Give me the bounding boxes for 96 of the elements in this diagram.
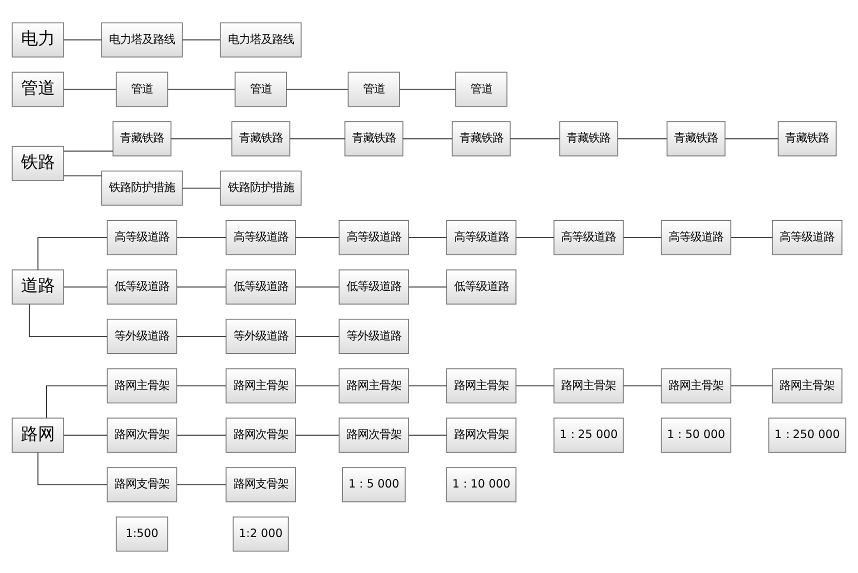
node-box: 路网支骨架 (226, 466, 296, 502)
connector (516, 384, 554, 386)
node-box: 1:2 000 (232, 516, 289, 552)
node-box: 电力塔及路线 (220, 22, 302, 57)
connector (176, 335, 227, 336)
connector (63, 434, 108, 436)
node-box: 青藏铁路 (666, 120, 726, 156)
connector (176, 286, 227, 287)
connector (176, 384, 227, 386)
node-box: 高等级道路 (106, 220, 178, 255)
connector (63, 174, 102, 176)
node-box: 管道 (455, 71, 508, 106)
node-box: 路网支骨架 (106, 466, 178, 502)
connector (408, 434, 448, 436)
node-box: 路网次骨架 (106, 417, 178, 452)
node-box: 高等级道路 (554, 220, 624, 255)
connector (408, 384, 448, 386)
node-box: 路网次骨架 (338, 417, 410, 452)
connector (402, 138, 453, 139)
node-box: 1：5 000 (342, 466, 406, 502)
connector (286, 88, 348, 90)
node-box: 铁路防护措施 (220, 170, 302, 206)
connector (182, 38, 220, 40)
connector (617, 138, 668, 139)
node-box: 等外级道路 (106, 318, 178, 354)
node-box: 路网主骨架 (660, 368, 732, 403)
node-box: 路网主骨架 (338, 368, 410, 403)
connector (295, 236, 340, 238)
connector (295, 384, 340, 386)
connector (63, 88, 117, 90)
node-box: 路网主骨架 (226, 368, 296, 403)
connector (295, 286, 340, 287)
connector (289, 138, 346, 139)
connector (510, 138, 560, 139)
node-box: 高等级道路 (446, 220, 516, 255)
connector (37, 236, 108, 270)
node-box: 路网主骨架 (446, 368, 516, 403)
node-box: 高等级道路 (660, 220, 732, 255)
node-box: 铁路 (12, 145, 64, 181)
connector (63, 286, 108, 287)
node-box: 路网主骨架 (106, 368, 178, 403)
connector (37, 452, 108, 485)
node-box: 低等级道路 (106, 268, 178, 304)
connector (623, 236, 662, 238)
node-box: 1：10 000 (446, 466, 516, 502)
node-box: 青藏铁路 (112, 120, 172, 156)
node-box: 高等级道路 (226, 220, 296, 255)
connector (182, 187, 220, 188)
connector (399, 88, 456, 90)
connector (176, 434, 227, 436)
connector (730, 384, 773, 386)
node-box: 管道 (348, 71, 400, 106)
connector (724, 138, 779, 139)
node-box: 高等级道路 (338, 220, 410, 255)
node-box: 等外级道路 (338, 318, 410, 354)
connector (295, 335, 340, 336)
node-box: 青藏铁路 (452, 120, 511, 156)
node-box: 路网主骨架 (772, 368, 842, 403)
node-box: 青藏铁路 (231, 120, 290, 156)
node-box: 1:500 (116, 516, 168, 552)
connector (623, 384, 662, 386)
connector (176, 484, 227, 485)
connector (46, 384, 108, 418)
node-box: 青藏铁路 (778, 120, 837, 156)
connector (295, 434, 340, 436)
node-box: 低等级道路 (446, 268, 516, 304)
node-box: 高等级道路 (772, 220, 842, 255)
connector (28, 303, 108, 336)
node-box: 青藏铁路 (344, 120, 404, 156)
connector (408, 286, 448, 287)
node-box: 管道 (116, 71, 168, 106)
node-box: 青藏铁路 (559, 120, 618, 156)
connector (408, 236, 448, 238)
node-box: 低等级道路 (226, 268, 296, 304)
node-box: 低等级道路 (338, 268, 410, 304)
connector (176, 236, 227, 238)
connector (63, 38, 102, 40)
connector (170, 138, 232, 139)
connector (63, 150, 114, 152)
node-box: 路网主骨架 (554, 368, 624, 403)
node-box: 电力塔及路线 (101, 22, 183, 57)
node-box: 路网次骨架 (446, 417, 516, 452)
node-box: 电力 (12, 22, 64, 57)
connector (167, 88, 236, 90)
node-box: 1：250 000 (768, 417, 846, 452)
node-box: 道路 (12, 268, 64, 304)
connector (516, 236, 554, 238)
node-box: 等外级道路 (226, 318, 296, 354)
node-box: 管道 (234, 71, 287, 106)
node-box: 管道 (12, 71, 64, 106)
node-box: 1：25 000 (554, 417, 624, 452)
node-box: 路网次骨架 (226, 417, 296, 452)
node-box: 铁路防护措施 (101, 170, 183, 206)
node-box: 1：50 000 (660, 417, 732, 452)
node-box: 路网 (12, 417, 64, 452)
connector (730, 236, 773, 238)
